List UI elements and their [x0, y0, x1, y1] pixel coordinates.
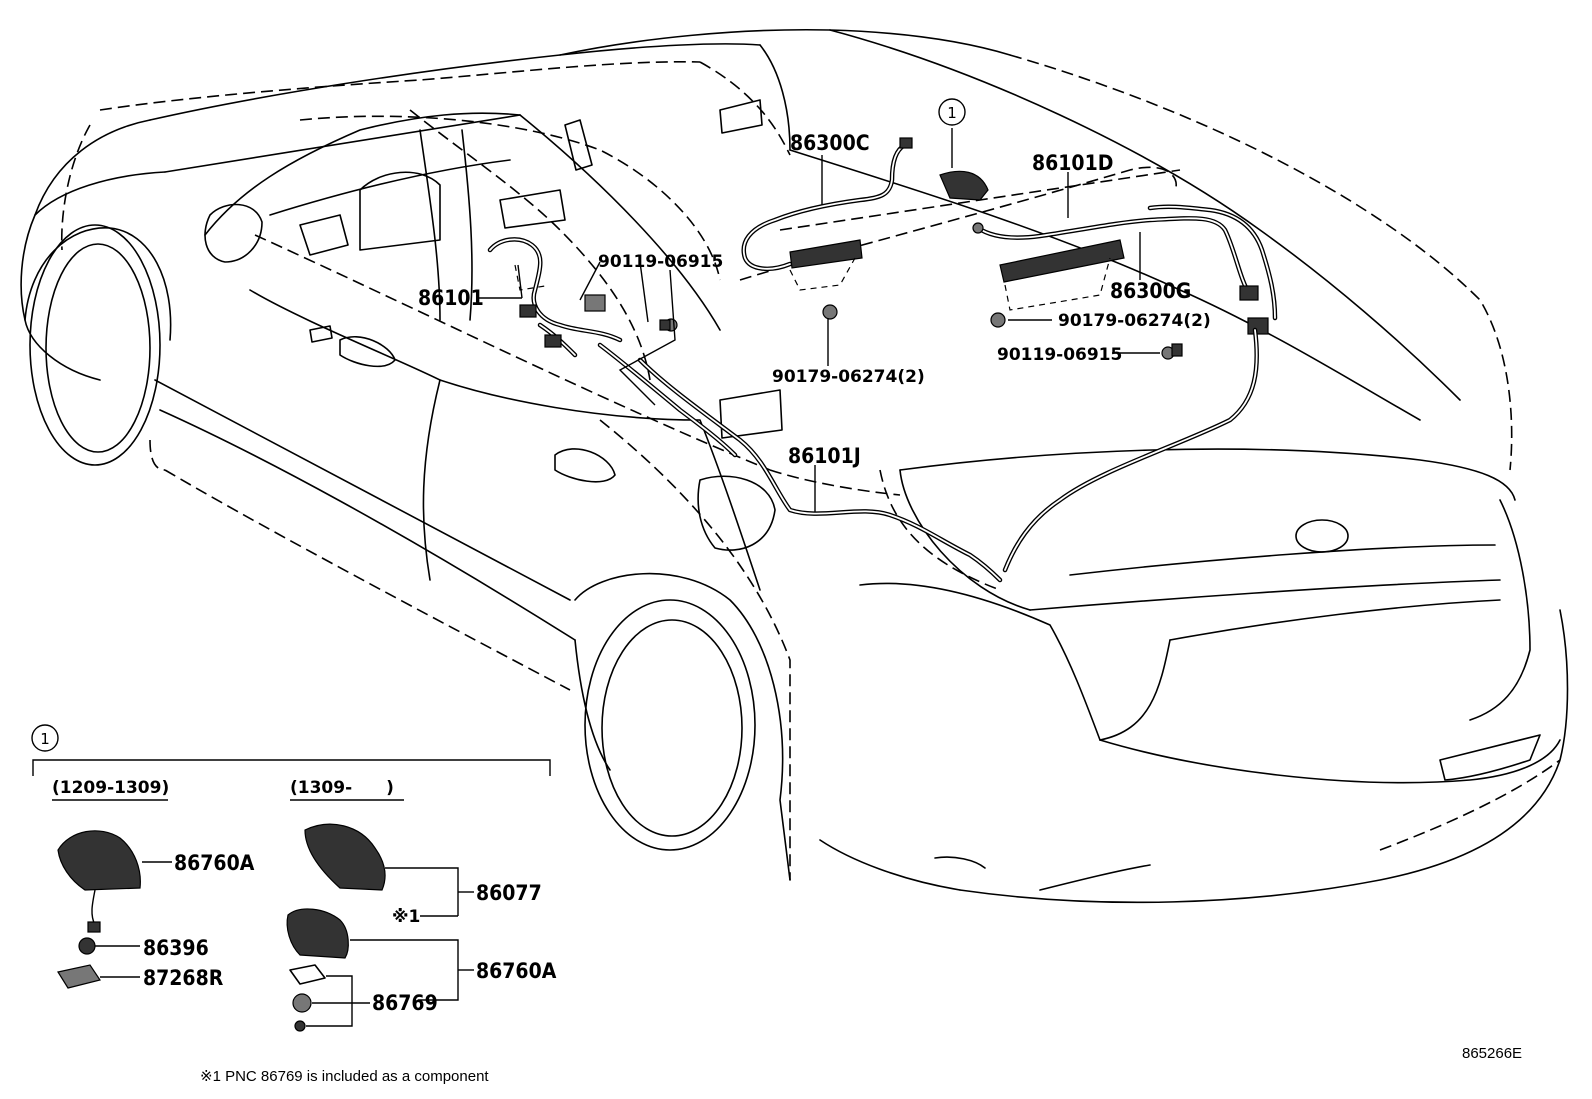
- note-ref-1: ※1: [392, 907, 420, 927]
- label-90119-right: 90119-06915: [997, 345, 1122, 365]
- svg-text:1: 1: [947, 104, 957, 122]
- nut-86769: [292, 993, 312, 1013]
- callout-marker-roof: 1: [938, 98, 966, 126]
- harness-86101J: [597, 327, 1259, 583]
- label-86101J: 86101J: [788, 444, 861, 468]
- label-90179-right: 90179-06274(2): [1058, 311, 1211, 331]
- label-86300C: 86300C: [790, 131, 870, 155]
- label-86077: 86077: [476, 881, 542, 905]
- part-labels: 86300C 86101D 86300G 90179-06274(2) 9011…: [418, 131, 1211, 468]
- footnote: ※1 PNC 86769 is included as a component: [200, 1068, 489, 1085]
- label-87268R: 87268R: [143, 966, 224, 990]
- inset-callout-number: 1: [40, 730, 50, 748]
- harness-86101D: [972, 204, 1278, 321]
- label-90119-left: 90119-06915: [598, 252, 723, 272]
- inset-callout-circle: [31, 724, 59, 752]
- inset-range-a: (1209-1309): [52, 778, 169, 798]
- gasket-86769: [289, 964, 326, 985]
- shark-fin-antenna-86760A: [57, 830, 141, 891]
- label-86769: 86769: [372, 991, 438, 1015]
- label-90179-left: 90179-06274(2): [772, 367, 925, 387]
- pad-86396: [78, 937, 96, 955]
- label-86101: 86101: [418, 286, 484, 310]
- shark-fin-antenna-ref: [939, 170, 989, 201]
- label-86760A-right: 86760A: [476, 959, 557, 983]
- antenna-base-86760A: [286, 908, 349, 959]
- leader-lines: [478, 128, 1160, 512]
- label-86101D: 86101D: [1032, 151, 1113, 175]
- label-86396: 86396: [143, 936, 209, 960]
- antenna-element-right: [999, 239, 1125, 283]
- connector-87268R: [57, 964, 101, 989]
- car-body-outline: [20, 28, 1569, 904]
- diagram-code: 865266E: [1462, 1045, 1522, 1062]
- screw-86769: [294, 1020, 306, 1032]
- harness-86101: [487, 237, 623, 358]
- inset-range-b: (1309- ): [290, 778, 394, 798]
- antenna-element-left: [789, 239, 863, 269]
- inset-panel: 1 (1209-1309) (1309- ) 86760A 86396 8726…: [31, 724, 557, 1032]
- label-86300G: 86300G: [1110, 279, 1191, 303]
- harness-86300C: [741, 137, 913, 272]
- antenna-cover-86077: [304, 823, 386, 891]
- label-86760A-left: 86760A: [174, 851, 255, 875]
